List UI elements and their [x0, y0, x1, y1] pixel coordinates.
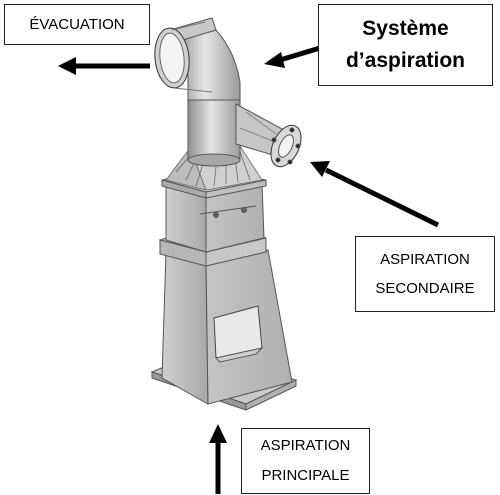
secondary-line-2: SECONDAIRE: [375, 280, 475, 297]
system-title-label: Système d’aspiration: [318, 4, 493, 86]
main-suction-arrow: [209, 424, 227, 494]
base-cabinet: [150, 249, 298, 411]
secondary-suction-label: ASPIRATION SECONDAIRE: [355, 236, 495, 312]
title-line-1: Système: [362, 17, 449, 40]
middle-box: [158, 169, 267, 267]
secondary-line-1: ASPIRATION: [380, 251, 470, 268]
evacuation-elbow: [154, 17, 241, 101]
evacuation-label: ÉVACUATION: [4, 4, 150, 45]
main-line-1: ASPIRATION: [260, 437, 351, 454]
evacuation-arrow: [58, 57, 150, 75]
secondary-inlet-branch: [235, 103, 302, 168]
title-line-2: d’aspiration: [345, 49, 466, 72]
main-line-2: PRINCIPALE: [261, 467, 350, 484]
evacuation-text: ÉVACUATION: [29, 16, 125, 33]
main-suction-label: ASPIRATION PRINCIPALE: [241, 428, 370, 494]
secondary-suction-arrow: [310, 161, 440, 228]
